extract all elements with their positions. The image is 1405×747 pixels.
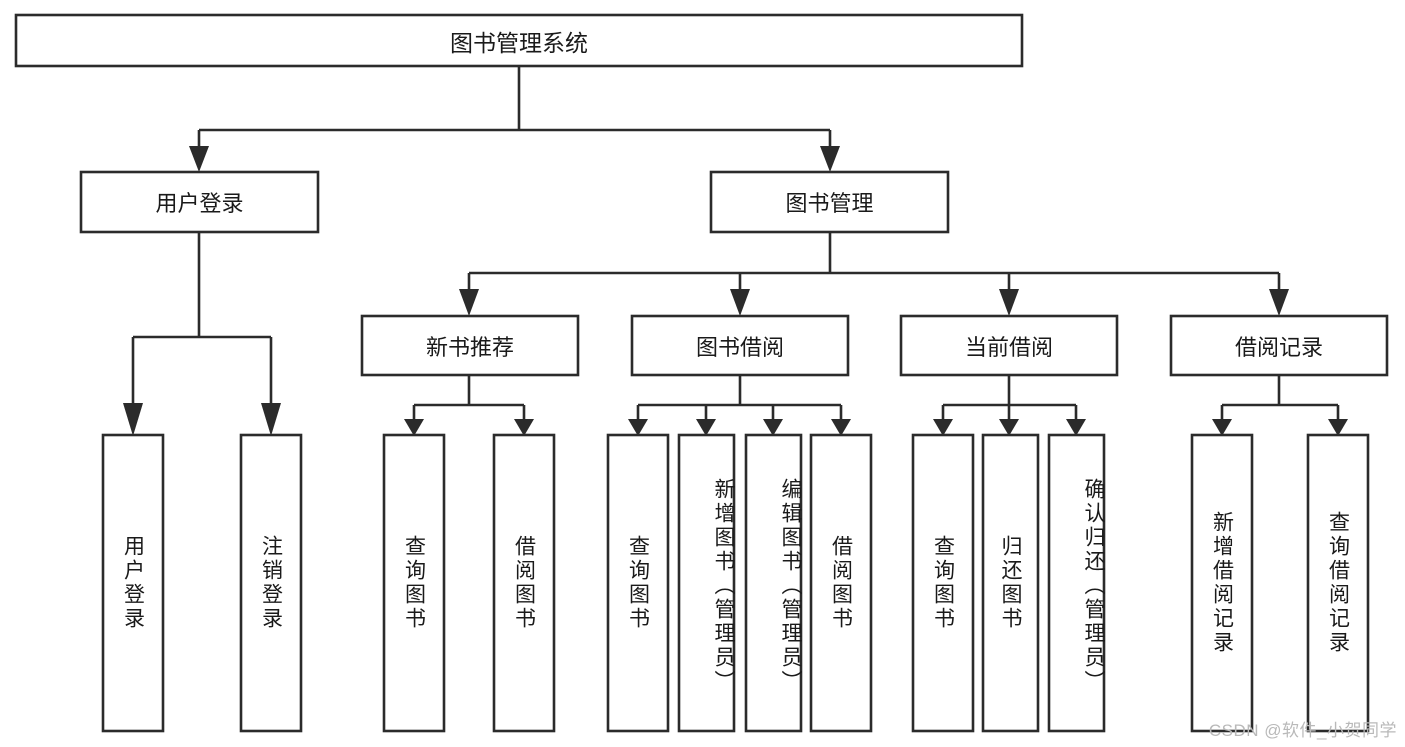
arrowhead-nb-leaf-2 [514, 419, 534, 436]
arrowhead-borrowrecord [1269, 289, 1289, 316]
leaf-bb-borrow-box[interactable] [809, 433, 873, 733]
node-current-borrow-box[interactable] [899, 314, 1119, 377]
arrowhead-br-leaf-1 [1212, 419, 1232, 436]
connector-group [131, 66, 1340, 421]
node-borrow-record-box[interactable] [1169, 314, 1389, 377]
edge-userlogin-trunk [131, 232, 273, 404]
arrowhead-bookmgmt [820, 146, 840, 172]
edge-borrowrecord-trunk [1220, 375, 1340, 421]
node-book-mgmt-box[interactable] [709, 170, 950, 234]
edge-currentborrow-trunk [941, 375, 1078, 421]
arrowhead-leaf-userlogin [123, 403, 143, 436]
leaf-logout-box[interactable] [239, 433, 303, 733]
leaf-cb-query-box[interactable] [911, 433, 975, 733]
arrowhead-nb-leaf-1 [404, 419, 424, 436]
arrowhead-cb-leaf-2 [999, 419, 1019, 436]
leaf-br-add-box[interactable] [1190, 433, 1254, 733]
arrowhead-cb-leaf-3 [1066, 419, 1086, 436]
arrowhead-br-leaf-2 [1328, 419, 1348, 436]
arrowhead-leaf-logout [261, 403, 281, 436]
edge-newbook-trunk [412, 375, 526, 421]
arrowhead-userlogin [189, 146, 209, 172]
leaf-br-query-box[interactable] [1306, 433, 1370, 733]
node-user-login-box[interactable] [79, 170, 320, 234]
node-box-group [14, 13, 1389, 733]
arrowhead-newbook [459, 289, 479, 316]
arrowhead-borrowbook [730, 289, 750, 316]
node-book-borrow-box[interactable] [630, 314, 850, 377]
arrowhead-bb-leaf-4 [831, 419, 851, 436]
edge-root-trunk [197, 66, 832, 148]
node-new-book-box[interactable] [360, 314, 580, 377]
node-root-box[interactable] [14, 13, 1024, 68]
leaf-bb-add-box[interactable] [677, 433, 736, 733]
arrowhead-bb-leaf-1 [628, 419, 648, 436]
edge-borrowbook-trunk [636, 375, 843, 421]
leaf-cb-return-box[interactable] [981, 433, 1040, 733]
arrowhead-cb-leaf-1 [933, 419, 953, 436]
leaf-cb-confirm-box[interactable] [1047, 433, 1106, 733]
edge-bookmgmt-trunk [467, 232, 1281, 291]
leaf-nb-borrow-box[interactable] [492, 433, 556, 733]
leaf-bb-edit-box[interactable] [744, 433, 803, 733]
leaf-nb-query-box[interactable] [382, 433, 446, 733]
arrowhead-group [123, 146, 1348, 436]
arrowhead-currentborrow [999, 289, 1019, 316]
leaf-user-login-box[interactable] [101, 433, 165, 733]
leaf-bb-query-box[interactable] [606, 433, 670, 733]
arrowhead-bb-leaf-3 [763, 419, 783, 436]
arrowhead-bb-leaf-2 [696, 419, 716, 436]
